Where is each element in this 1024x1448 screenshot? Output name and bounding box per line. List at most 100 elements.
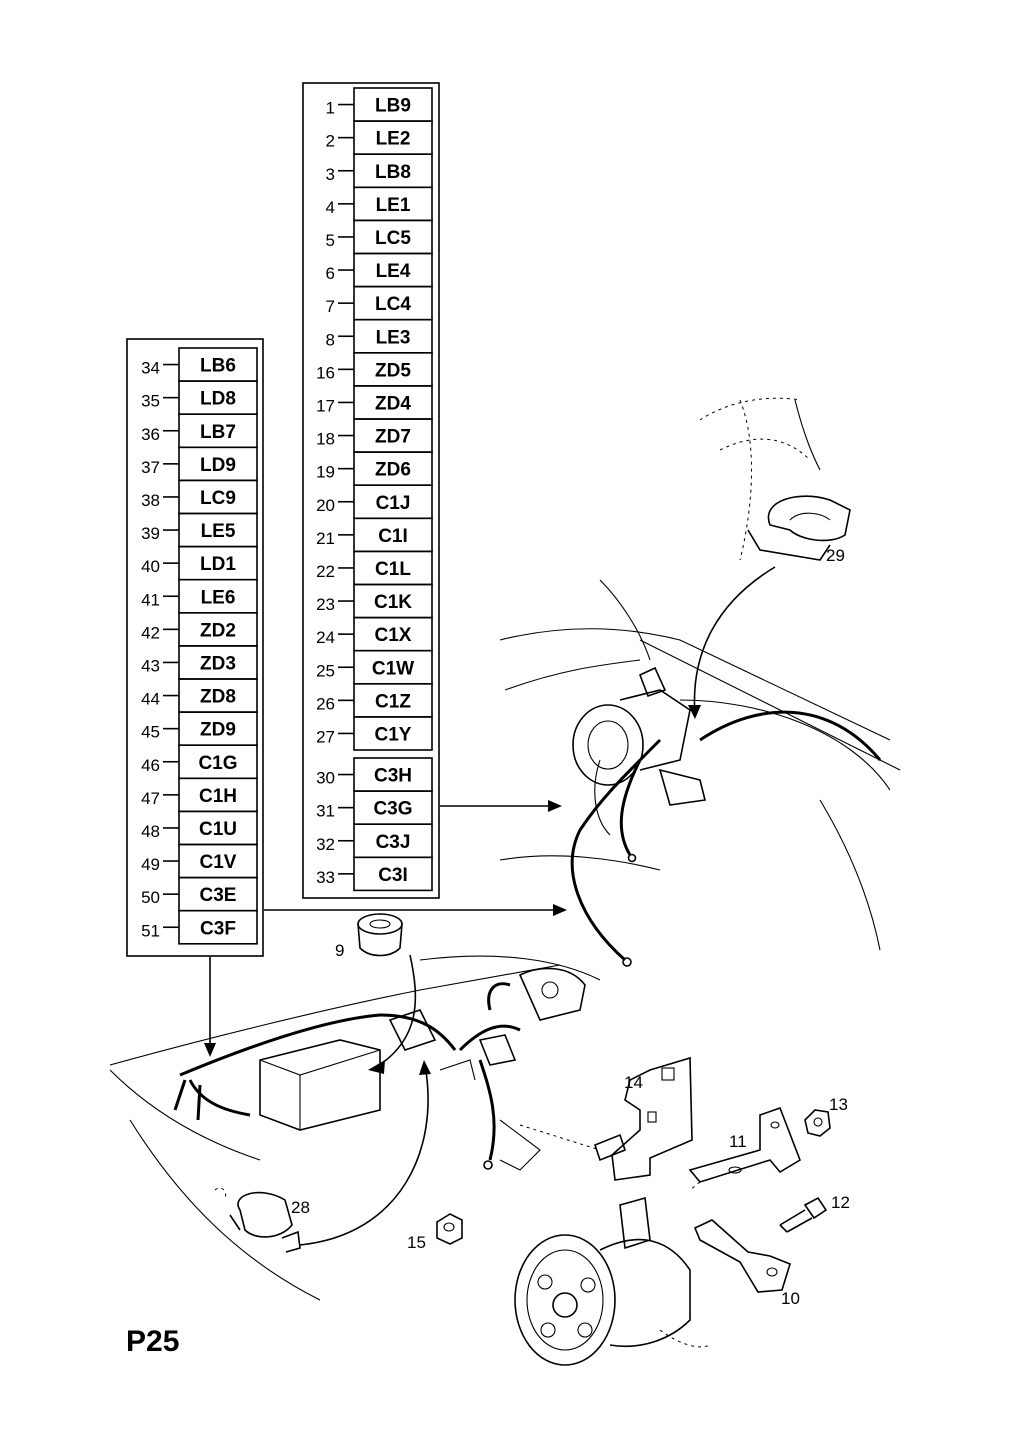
option-code: C1K (374, 592, 412, 613)
option-code: ZD2 (200, 620, 236, 641)
item-number: 44 (141, 690, 160, 709)
item-number: 45 (141, 723, 160, 742)
option-code: ZD6 (375, 460, 411, 481)
wiper-motor (518, 967, 586, 1021)
item-number: 20 (316, 496, 335, 515)
item-number: 39 (141, 524, 160, 543)
table-row: 16 ZD5 (316, 351, 433, 387)
item-number: 3 (326, 165, 335, 184)
option-code: C1J (376, 493, 411, 514)
item-number: 6 (326, 264, 335, 283)
option-code: LE3 (376, 327, 411, 348)
callout-12: 12 (831, 1193, 850, 1212)
item-number: 26 (316, 694, 335, 713)
option-code: LB6 (200, 356, 236, 377)
option-code: C1Z (375, 691, 411, 712)
leader-arrows (204, 566, 776, 1246)
item-number: 36 (141, 425, 160, 444)
item-number: 40 (141, 557, 160, 576)
option-code: C1I (378, 526, 408, 547)
option-code: ZD8 (200, 687, 236, 708)
option-code: C1X (375, 625, 412, 646)
option-code: ZD7 (375, 427, 411, 448)
option-code: ZD4 (375, 393, 411, 414)
arrow-grommet-9 (374, 954, 417, 1069)
item-number: 41 (141, 590, 160, 609)
battery-box (259, 1039, 381, 1131)
arrowhead-left-table-down (204, 1043, 216, 1057)
item-number: 35 (141, 392, 160, 411)
callout-15: 15 (407, 1233, 426, 1252)
table-row: 21 C1I (316, 517, 433, 553)
power-steering-pump (514, 1196, 711, 1366)
item-number: 37 (141, 458, 160, 477)
table-right-frame (302, 82, 440, 899)
harness-upper (699, 710, 882, 761)
callout-10: 10 (781, 1289, 800, 1308)
option-code: C1H (199, 786, 237, 807)
arrow-clip-29 (693, 566, 776, 716)
option-code: LE4 (376, 261, 411, 282)
arrowhead-grommet-9 (368, 1060, 385, 1074)
option-code: ZD3 (200, 653, 236, 674)
arrow-clip-28 (299, 1064, 429, 1246)
item-number: 5 (326, 231, 335, 250)
option-code: C1G (198, 753, 237, 774)
bracket-part-14 (594, 1056, 693, 1181)
arrowhead-c3f (553, 904, 567, 916)
table-row: 23 C1K (316, 583, 433, 619)
item-number: 48 (141, 822, 160, 841)
option-code: C1Y (375, 724, 412, 745)
option-code: C1W (372, 658, 414, 679)
item-number: 25 (316, 661, 335, 680)
grommet-part-9 (357, 913, 403, 957)
item-number: 50 (141, 888, 160, 907)
table-row: 50 C3E (141, 876, 258, 912)
item-number: 16 (316, 363, 335, 382)
table-row: 40 LD1 (141, 545, 258, 581)
arrowhead-clip-28 (419, 1060, 431, 1075)
item-number: 30 (316, 769, 335, 788)
item-number: 17 (316, 396, 335, 415)
bolt-part-12 (779, 1196, 828, 1233)
item-number: 43 (141, 656, 160, 675)
item-number: 27 (316, 727, 335, 746)
item-number: 47 (141, 789, 160, 808)
table-row: 17 ZD4 (316, 385, 433, 420)
callout-28: 28 (291, 1198, 310, 1217)
option-code: C3E (200, 885, 237, 906)
item-number: 19 (316, 463, 335, 482)
callout-11: 11 (729, 1132, 747, 1151)
option-code: ZD5 (375, 360, 411, 381)
option-code: C3G (373, 799, 412, 820)
item-number: 22 (316, 562, 335, 581)
item-number: 49 (141, 855, 160, 874)
option-code: LB7 (200, 422, 236, 443)
option-code: C3H (374, 766, 412, 787)
arrowhead-c3g (548, 800, 562, 812)
lower-engine-bay-illustration (109, 955, 601, 1301)
table-row: 30 C3H (316, 757, 433, 792)
option-code: LD1 (200, 554, 236, 575)
relay-bracket (388, 1009, 437, 1051)
option-code: LB8 (375, 162, 411, 183)
clip-part-29 (747, 495, 851, 561)
item-number: 23 (316, 595, 335, 614)
table-row: 41 LE6 (141, 578, 258, 614)
option-code: LE6 (201, 587, 236, 608)
item-number: 21 (316, 529, 335, 548)
